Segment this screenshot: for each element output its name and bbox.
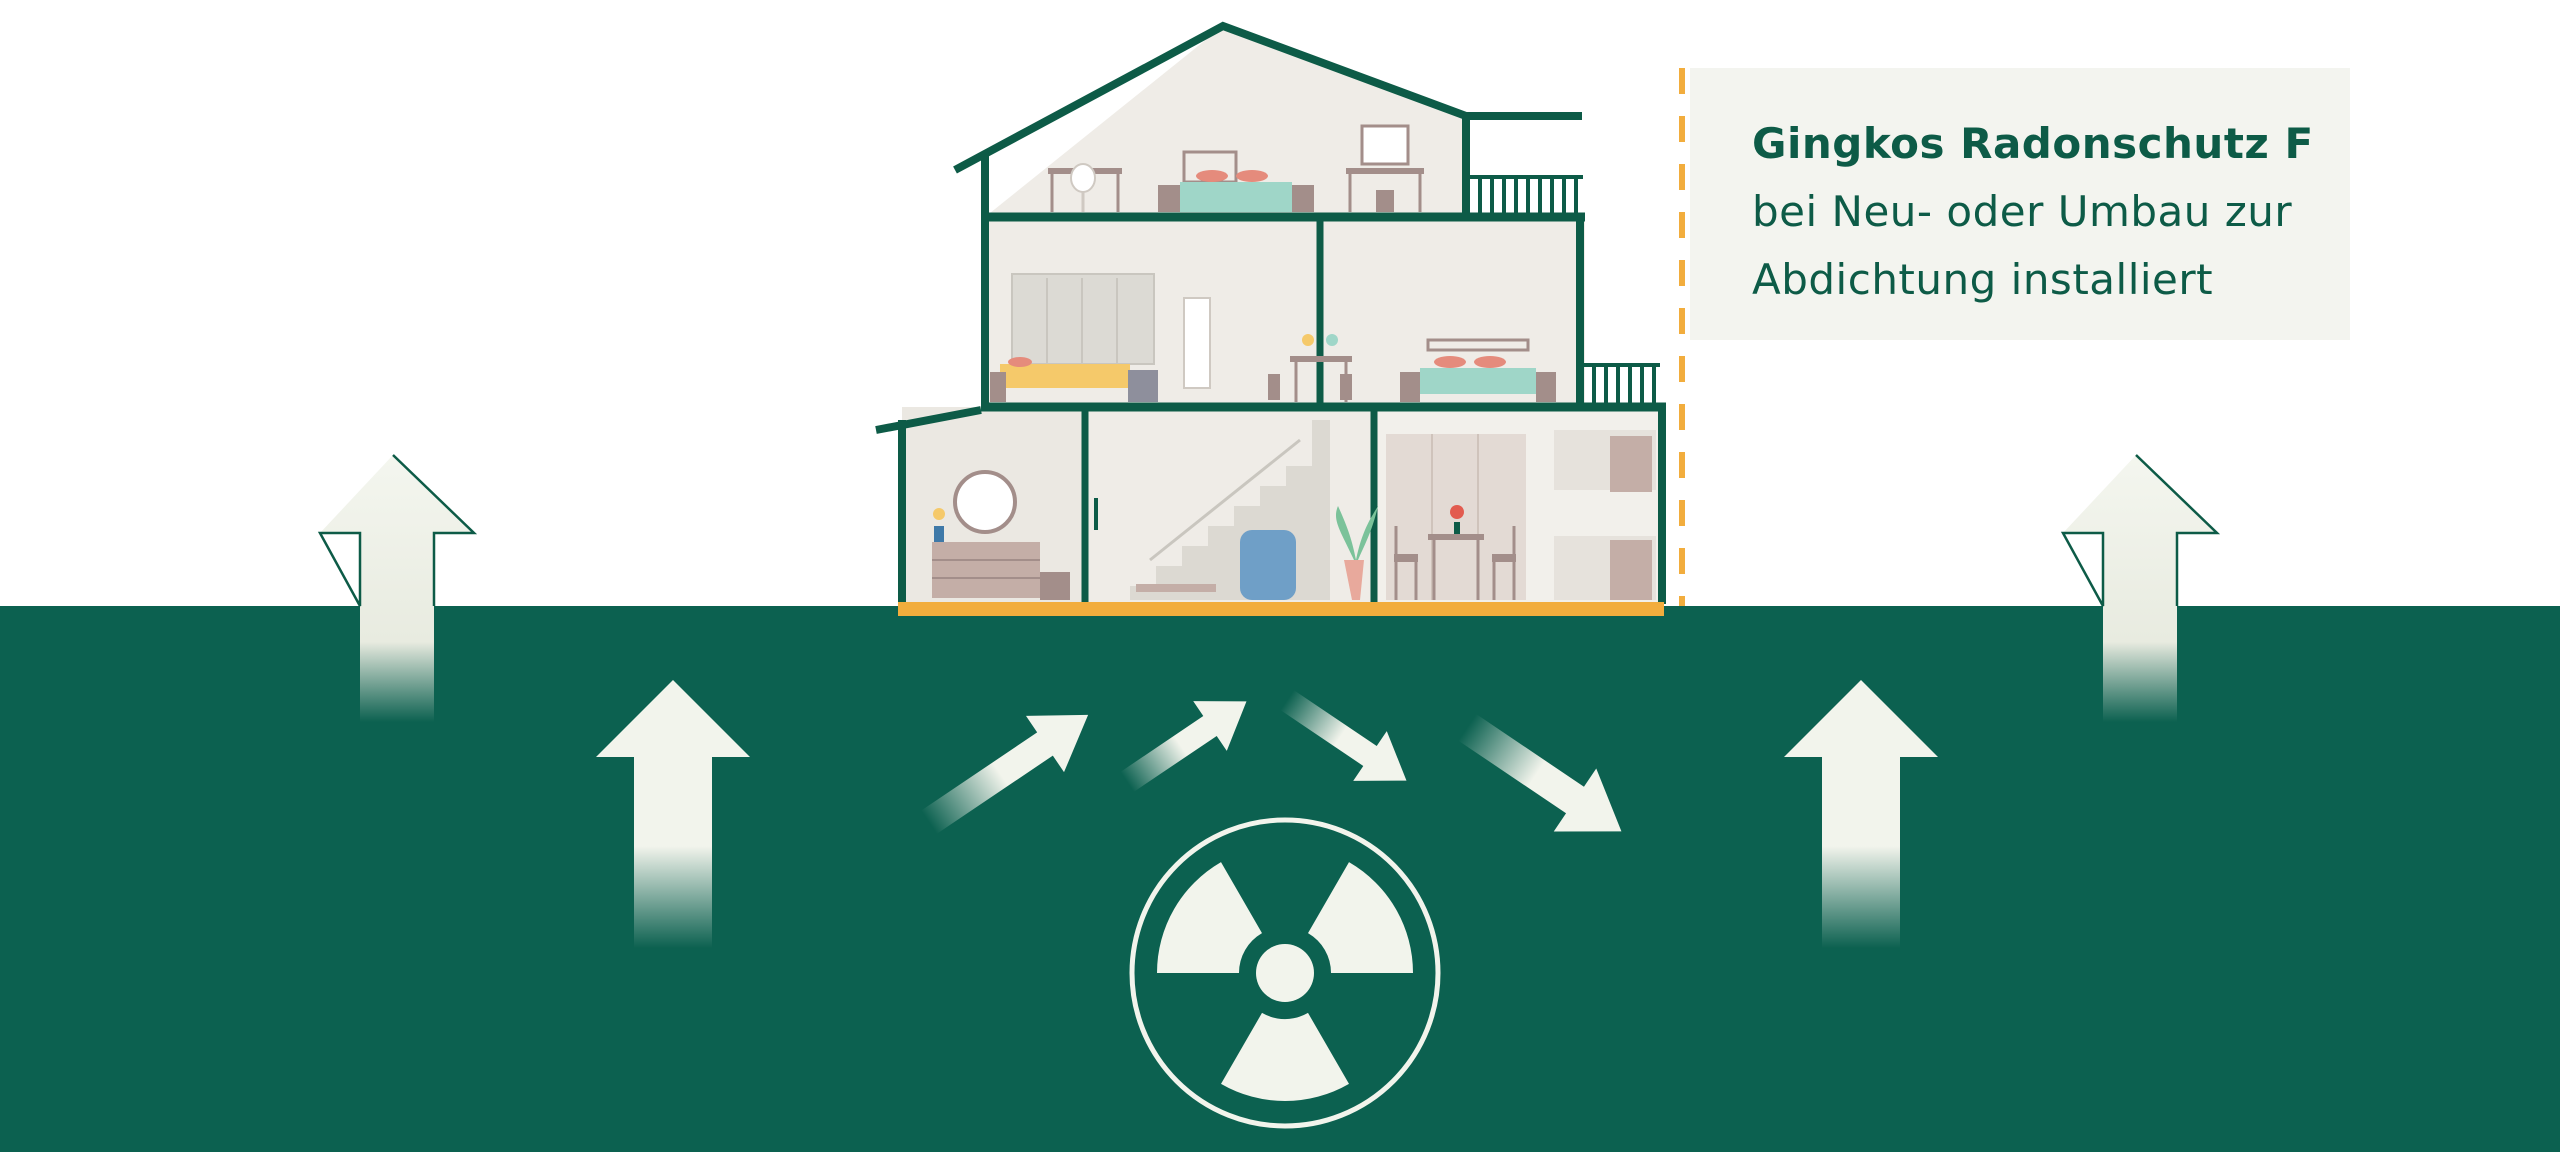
arrow-icon	[1280, 690, 1407, 781]
arrow-icon	[1458, 714, 1622, 832]
balcony-railing	[1584, 363, 1660, 404]
balcony-railing	[1470, 175, 1583, 214]
furniture-ground-floor	[932, 420, 1656, 600]
callout-line: bei Neu- oder Umbau zur	[1752, 187, 2293, 236]
arrow-icon	[1120, 701, 1247, 792]
arrow-icon	[2060, 454, 2221, 722]
radiation-trefoil-icon	[1129, 817, 1441, 1129]
radon-membrane	[898, 602, 1664, 616]
furniture-middle-floor	[990, 273, 1556, 402]
arrow-icon	[921, 714, 1089, 834]
arrow-icon	[317, 454, 478, 722]
arrow-icon	[1784, 680, 1938, 948]
arrow-icon	[596, 680, 750, 948]
callout-title: Gingkos Radonschutz F	[1752, 119, 2314, 168]
house	[875, 21, 1666, 616]
furniture-attic	[1048, 124, 1424, 212]
info-callout: Gingkos Radonschutz F bei Neu- oder Umba…	[1690, 68, 2350, 340]
callout-line: Abdichtung installiert	[1752, 255, 2214, 304]
